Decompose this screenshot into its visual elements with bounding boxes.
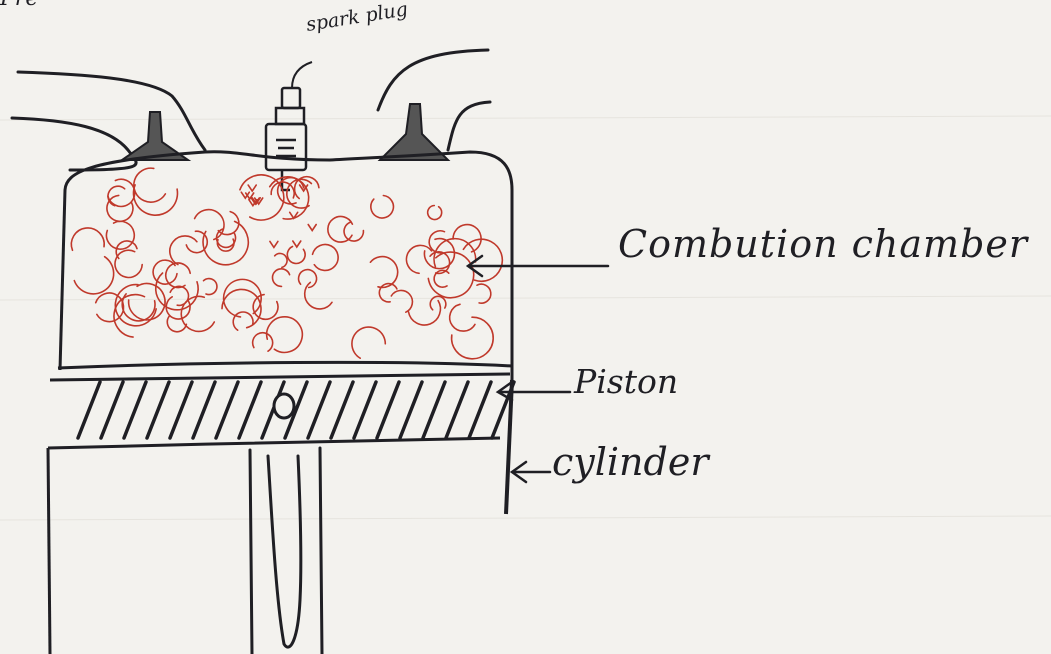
piston-hatch-line bbox=[423, 382, 445, 438]
mixture-swirl bbox=[313, 244, 339, 270]
cylinder-wall-left-lower bbox=[48, 448, 50, 654]
mixture-swirl bbox=[275, 253, 287, 267]
spark-plug-leader bbox=[292, 62, 312, 88]
piston bbox=[48, 362, 514, 448]
mixture-swirl bbox=[253, 295, 278, 320]
mixture-swirl bbox=[106, 221, 134, 249]
spark-mark bbox=[293, 241, 301, 247]
piston-hatch-line bbox=[469, 382, 491, 438]
piston-hatch-line bbox=[308, 382, 330, 438]
piston-hatch-line bbox=[101, 382, 123, 438]
combustion-chamber-label: Combution chamber bbox=[618, 222, 1028, 266]
piston-hatch-line bbox=[78, 382, 100, 438]
piston-hatch-line bbox=[170, 382, 192, 438]
piston-hatch-line bbox=[124, 382, 146, 438]
top-text-fragment: Pre bbox=[0, 0, 38, 11]
mixture-swirl bbox=[371, 196, 394, 219]
mixture-swirl bbox=[253, 333, 273, 351]
mixture-swirl bbox=[477, 284, 491, 303]
mixture-swirl bbox=[170, 236, 197, 265]
mixture-swirl bbox=[217, 229, 236, 247]
mixture-swirl bbox=[134, 168, 166, 202]
piston-hatch-line bbox=[147, 382, 169, 438]
mixture-swirl bbox=[74, 257, 113, 294]
fuel-air-mixture bbox=[71, 168, 502, 359]
mixture-swirl bbox=[352, 327, 385, 358]
piston-hatch-line bbox=[354, 382, 376, 438]
piston-hatch-line bbox=[239, 382, 261, 438]
mixture-swirl bbox=[370, 257, 397, 288]
spark-mark bbox=[248, 185, 256, 191]
mixture-swirl bbox=[133, 185, 177, 215]
piston-hatch-line bbox=[216, 382, 238, 438]
piston-hatch-line bbox=[193, 382, 215, 438]
cylinder-label: cylinder bbox=[552, 440, 709, 484]
paper-lines bbox=[0, 116, 1051, 520]
mixture-swirl bbox=[107, 195, 133, 221]
mixture-swirl bbox=[450, 304, 475, 331]
mixture-swirl bbox=[328, 216, 353, 242]
mixture-swirl bbox=[452, 317, 494, 359]
mixture-swirl bbox=[344, 222, 363, 241]
piston-hatching bbox=[78, 382, 514, 438]
mixture-swirl bbox=[222, 289, 261, 327]
mixture-swirl bbox=[406, 245, 431, 273]
mixture-swirl bbox=[233, 312, 253, 330]
mixture-swirl bbox=[305, 282, 332, 309]
mixture-swirl bbox=[195, 210, 224, 240]
spark-plug bbox=[266, 88, 306, 190]
piston-pin bbox=[274, 394, 294, 418]
piston-hatch-line bbox=[331, 382, 353, 438]
piston-hatch-line bbox=[446, 382, 468, 438]
spark-mark bbox=[270, 241, 278, 247]
mixture-swirl bbox=[71, 228, 104, 250]
mixture-swirl bbox=[272, 269, 289, 287]
mixture-swirl bbox=[409, 301, 441, 325]
mixture-swirl bbox=[122, 294, 155, 321]
cylinder-wall-left bbox=[60, 190, 65, 370]
connecting-rod bbox=[250, 448, 322, 654]
exhaust-port bbox=[378, 50, 490, 150]
mixture-swirl bbox=[170, 286, 188, 305]
mixture-swirl bbox=[204, 279, 217, 295]
mixture-swirl bbox=[203, 221, 248, 264]
piston-hatch-line bbox=[377, 382, 399, 438]
piston-hatch-line bbox=[400, 382, 422, 438]
mixture-swirl bbox=[287, 247, 305, 264]
mixture-swirl bbox=[391, 290, 412, 312]
exhaust-valve bbox=[380, 104, 448, 160]
spark-mark bbox=[308, 225, 316, 231]
piston-label: Piston bbox=[574, 362, 678, 401]
mixture-swirl bbox=[115, 250, 142, 277]
mixture-swirl bbox=[428, 206, 442, 220]
